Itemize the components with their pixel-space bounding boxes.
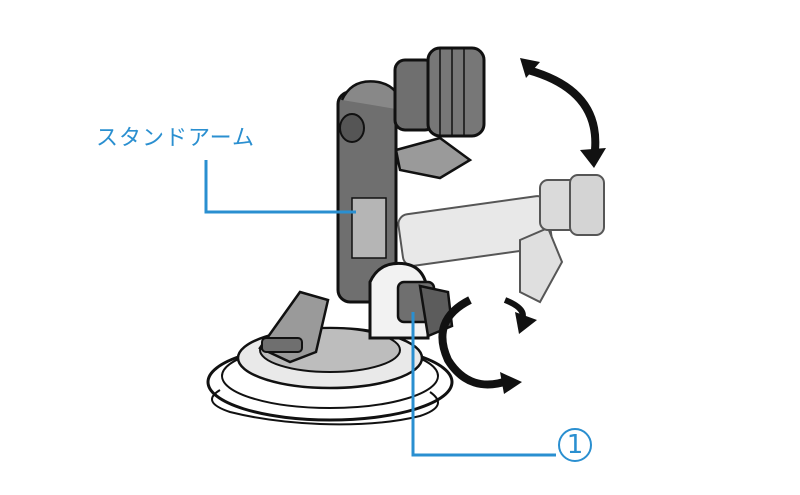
top-knob [393,46,486,180]
spin-arrow-icon [438,296,537,394]
suction-cup-base [206,326,454,426]
callout-lines [204,160,556,457]
ghost-arm-rotated [397,174,605,304]
stand-arm-label: スタンドアーム [96,126,256,151]
rotate-arrow-icon [520,58,606,168]
part-one-label: 1 [558,428,592,462]
stand-arm-part [336,80,404,304]
base-lever [258,290,330,364]
